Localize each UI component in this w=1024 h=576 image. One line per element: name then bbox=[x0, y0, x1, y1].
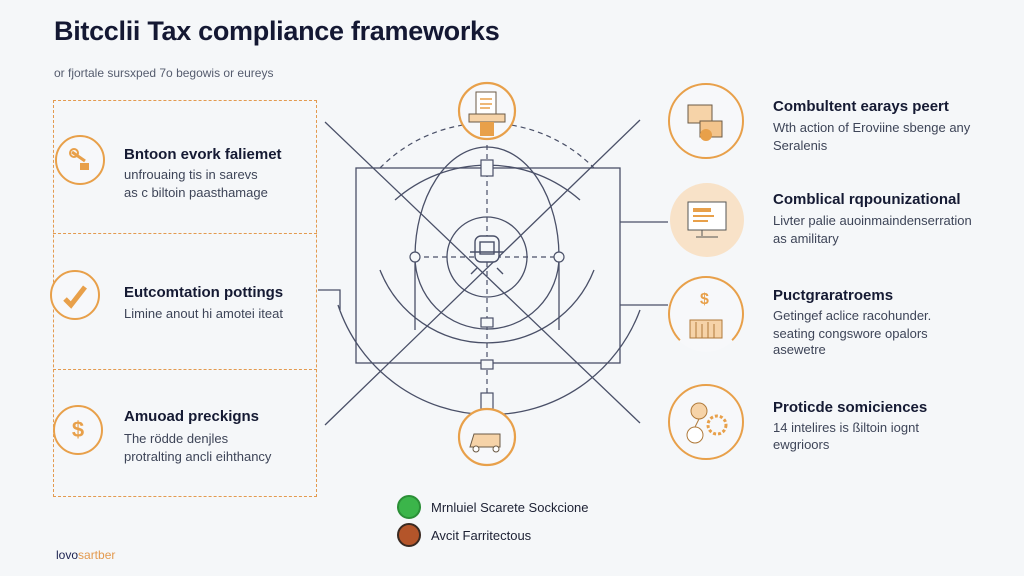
left-item-desc: Limine anout hi amotei iteat bbox=[124, 306, 283, 321]
outer-frame bbox=[355, 167, 621, 364]
brand-part: lovo bbox=[56, 548, 79, 562]
right-item-title: Proticde somiciences bbox=[773, 399, 928, 416]
left-item-desc: unfrouaing tis in sarevs bbox=[124, 167, 258, 182]
legend-item: Avcit Farritectous bbox=[397, 523, 531, 547]
green-coin-icon bbox=[397, 495, 421, 519]
right-item-title: Combultent earays peert bbox=[773, 98, 949, 115]
page-subtitle: or fjortale sursxped 7o begowis or eurey… bbox=[54, 66, 274, 80]
right-item-title: Puctgraratroems bbox=[773, 287, 894, 304]
bar-chart-dollar-icon: $ bbox=[668, 276, 744, 352]
right-item-desc: Wth action of Eroviine sbenge any bbox=[773, 120, 971, 135]
bitcoin-device-icon bbox=[470, 235, 504, 275]
right-item-desc: ewgrioors bbox=[773, 437, 830, 452]
gears-coin-icon bbox=[668, 384, 744, 460]
divider bbox=[53, 369, 317, 370]
brown-coin-icon bbox=[397, 523, 421, 547]
right-item-desc: seating congswore opalors bbox=[773, 326, 928, 341]
legend-label: Mrnluiel Scarete Sockcione bbox=[431, 499, 589, 515]
right-item-title: Comblical rqpounizational bbox=[773, 191, 961, 208]
legend-item: Mrnluiel Scarete Sockcione bbox=[397, 495, 589, 519]
left-item-title: Bntoon evork faliemet bbox=[124, 146, 282, 163]
right-item-desc: Getingef aclice racohunder. bbox=[773, 308, 932, 323]
printer-icon bbox=[457, 81, 517, 141]
right-item-desc: Livter palie auoinmaindenserration bbox=[773, 213, 972, 228]
left-item-title: Amuoad preckigns bbox=[124, 408, 260, 425]
checkmark-icon bbox=[50, 270, 100, 320]
left-item-title: Eutcomtation pottings bbox=[124, 284, 284, 301]
svg-text:$: $ bbox=[700, 291, 709, 308]
diagonal-line bbox=[324, 119, 641, 426]
delivery-van-icon bbox=[457, 407, 517, 467]
page-title: Bitcclii Tax compliance frameworks bbox=[54, 16, 500, 46]
brand-logo: lovosartber bbox=[56, 548, 115, 562]
legend-label: Avcit Farritectous bbox=[431, 527, 532, 543]
folder-gear-icon bbox=[668, 83, 744, 159]
right-item-desc: 14 intelires is ßiltoin iognt bbox=[773, 420, 919, 435]
monitor-icon bbox=[670, 183, 744, 257]
wrench-money-icon bbox=[55, 135, 105, 185]
right-item-desc: asewetre bbox=[773, 342, 826, 357]
left-item-desc: The rödde denjles bbox=[124, 431, 229, 446]
right-item-desc: as amilitary bbox=[773, 231, 839, 246]
left-item-desc: as c biltoin paasthamage bbox=[124, 185, 268, 200]
divider bbox=[53, 233, 317, 234]
right-item-desc: Seralenis bbox=[773, 138, 828, 153]
brand-part: sartber bbox=[78, 548, 116, 562]
left-item-desc: protralting ancli eihthancy bbox=[124, 449, 272, 464]
dollar-icon: $ bbox=[53, 405, 103, 455]
